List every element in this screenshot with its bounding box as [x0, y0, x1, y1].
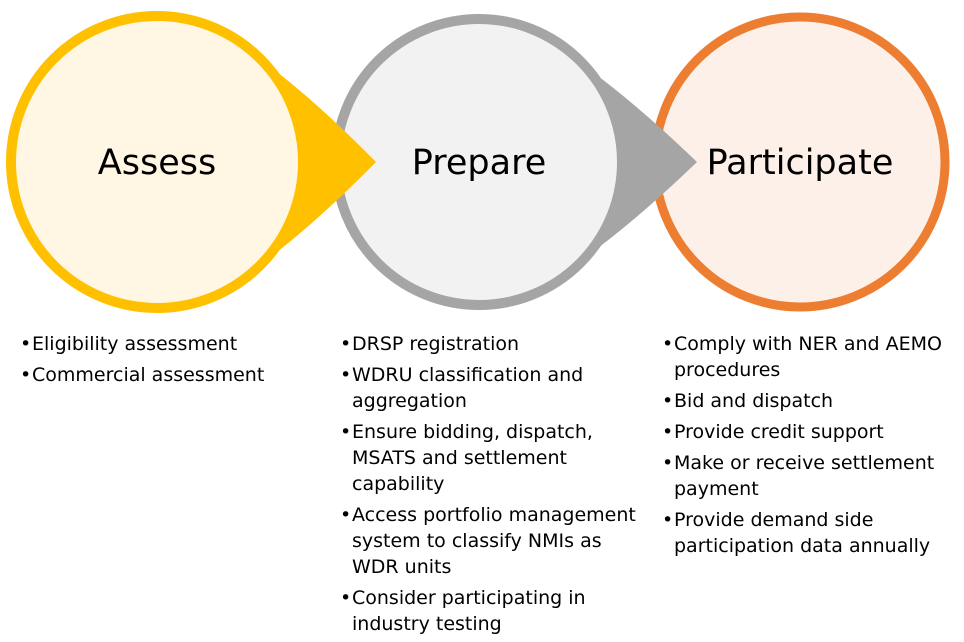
participate-task-item: Bid and dispatch	[662, 388, 962, 414]
stage-prepare: Prepare	[331, 14, 697, 310]
prepare-task-item: Access portfolio management system to cl…	[340, 502, 640, 580]
prepare-title: Prepare	[412, 143, 546, 183]
participate-task-item: Provide credit support	[662, 419, 962, 445]
prepare-task-item: Consider participating in industry testi…	[340, 585, 640, 637]
assess-task-item: Commercial assessment	[20, 362, 320, 388]
participate-task-item: Comply with NER and AEMO procedures	[662, 331, 962, 383]
prepare-task-item: Ensure bidding, dispatch, MSATS and sett…	[340, 419, 640, 497]
stage-assess: Assess	[6, 11, 376, 313]
participate-task-list: Comply with NER and AEMO proceduresBid a…	[662, 331, 962, 564]
stage-participate: Participate	[650, 12, 950, 312]
process-diagram: Participate Prepare Assess	[6, 11, 950, 313]
prepare-task-item: DRSP registration	[340, 331, 640, 357]
assess-task-list: Eligibility assessmentCommercial assessm…	[20, 331, 320, 393]
prepare-task-item: WDRU classification and aggregation	[340, 362, 640, 414]
assess-task-item: Eligibility assessment	[20, 331, 320, 357]
assess-circle	[6, 11, 308, 313]
assess-title: Assess	[98, 143, 216, 183]
participate-title: Participate	[707, 143, 894, 183]
participate-task-item: Provide demand side participation data a…	[662, 507, 962, 559]
prepare-task-list: DRSP registrationWDRU classification and…	[340, 331, 640, 642]
participate-task-item: Make or receive settlement payment	[662, 450, 962, 502]
